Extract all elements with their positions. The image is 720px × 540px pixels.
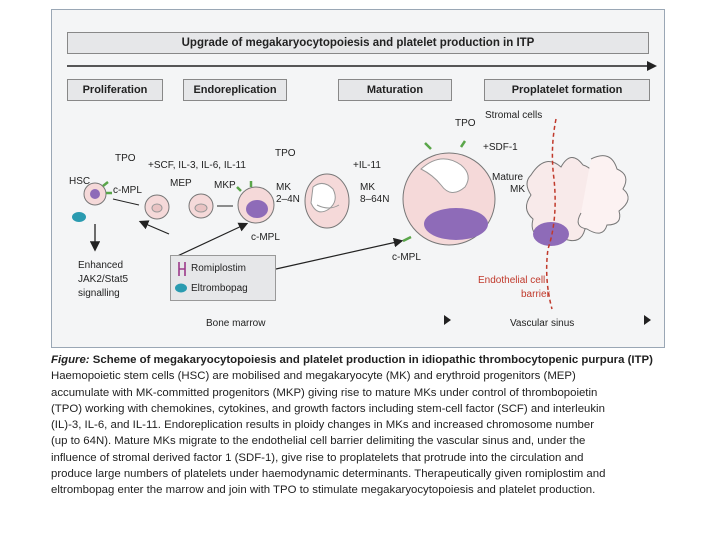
drug-legend: Romiplostim Eltrombopag <box>170 255 276 301</box>
romiplostim-icon <box>178 262 186 276</box>
label-bone-marrow: Bone marrow <box>206 318 266 329</box>
mkp-cell <box>188 193 214 219</box>
figure-caption: Figure: Scheme of megakaryocytopoiesis a… <box>51 352 665 499</box>
label-cmpl-3: c-MPL <box>392 252 421 263</box>
diagram-graphics <box>67 61 657 325</box>
label-enhanced-1: Enhanced <box>78 260 124 271</box>
label-tpo-1: TPO <box>115 153 136 164</box>
mk-2-4n-cell <box>236 181 275 224</box>
label-mk-2-4n-b: 2–4N <box>276 194 300 205</box>
label-mature-mk-b: MK <box>510 184 525 195</box>
label-tpo-2: TPO <box>275 148 296 159</box>
label-mature-mk-a: Mature <box>492 172 524 183</box>
label-cytokines: +SCF, IL-3, IL-6, IL-11 <box>148 160 246 171</box>
label-mep: MEP <box>170 178 192 189</box>
label-mkp: MKP <box>214 180 236 191</box>
legend-romiplostim: Romiplostim <box>191 263 247 274</box>
label-endothelial-2: barrier <box>521 289 550 300</box>
caption-line: influence of stromal derived factor 1 (S… <box>51 451 584 464</box>
caption-line: accumulate with MK-committed progenitors… <box>51 386 598 399</box>
caption-line: produce large numbers of platelets under… <box>51 468 606 481</box>
diagram-title: Upgrade of megakaryocytopoiesis and plat… <box>67 32 649 54</box>
label-enhanced-3: signalling <box>78 288 120 299</box>
eltrombopag-icon <box>175 283 187 293</box>
stage-maturation: Maturation <box>338 79 452 101</box>
label-mk-2-4n-a: MK <box>276 182 291 193</box>
caption-line: (up to 64N). Mature MKs migrate to the e… <box>51 435 586 448</box>
mature-mk-cell <box>402 140 496 246</box>
caption-line: (IL)-3, IL-6, and IL-11. Endoreplication… <box>51 419 595 432</box>
label-mk-8-64n-b: 8–64N <box>360 194 390 205</box>
caption-heading: Figure: Scheme of megakaryocytopoiesis a… <box>51 352 665 368</box>
label-il11: +IL-11 <box>353 160 381 171</box>
timeline-arrowhead <box>647 61 657 71</box>
caption-line: Haemopoietic stem cells (HSC) are mobili… <box>51 370 576 383</box>
endothelial-barrier <box>545 118 557 310</box>
stage-proplatelet-formation: Proplatelet formation <box>484 79 650 101</box>
eltrombopag-molecule <box>72 212 86 222</box>
caption-line: eltrombopag enter the marrow and join wi… <box>51 484 596 497</box>
mk-8-64n-cell <box>304 173 350 229</box>
proplatelets <box>577 155 629 234</box>
label-enhanced-2: JAK2/Stat5 <box>78 274 129 285</box>
label-hsc: HSC <box>69 176 91 187</box>
stage-proliferation: Proliferation <box>67 79 163 101</box>
legend-eltrombopag: Eltrombopag <box>191 283 248 294</box>
label-cmpl-1: c-MPL <box>113 185 142 196</box>
mep-cell <box>144 194 170 220</box>
label-mk-8-64n-a: MK <box>360 182 375 193</box>
label-cmpl-2: c-MPL <box>251 232 280 243</box>
caption-line: (TPO) working with chemokines, cytokines… <box>51 402 605 415</box>
label-stromal: Stromal cells <box>485 110 543 121</box>
caption-figure-label: Figure: <box>51 354 90 366</box>
label-endothelial-1: Endothelial cell <box>478 275 546 286</box>
label-sdf1: +SDF-1 <box>483 142 518 153</box>
stage-endoreplication: Endoreplication <box>183 79 287 101</box>
hsc-cell <box>83 181 112 206</box>
label-vascular-sinus: Vascular sinus <box>510 318 575 329</box>
label-tpo-3: TPO <box>455 118 476 129</box>
caption-title: Scheme of megakaryocytopoiesis and plate… <box>89 354 653 366</box>
